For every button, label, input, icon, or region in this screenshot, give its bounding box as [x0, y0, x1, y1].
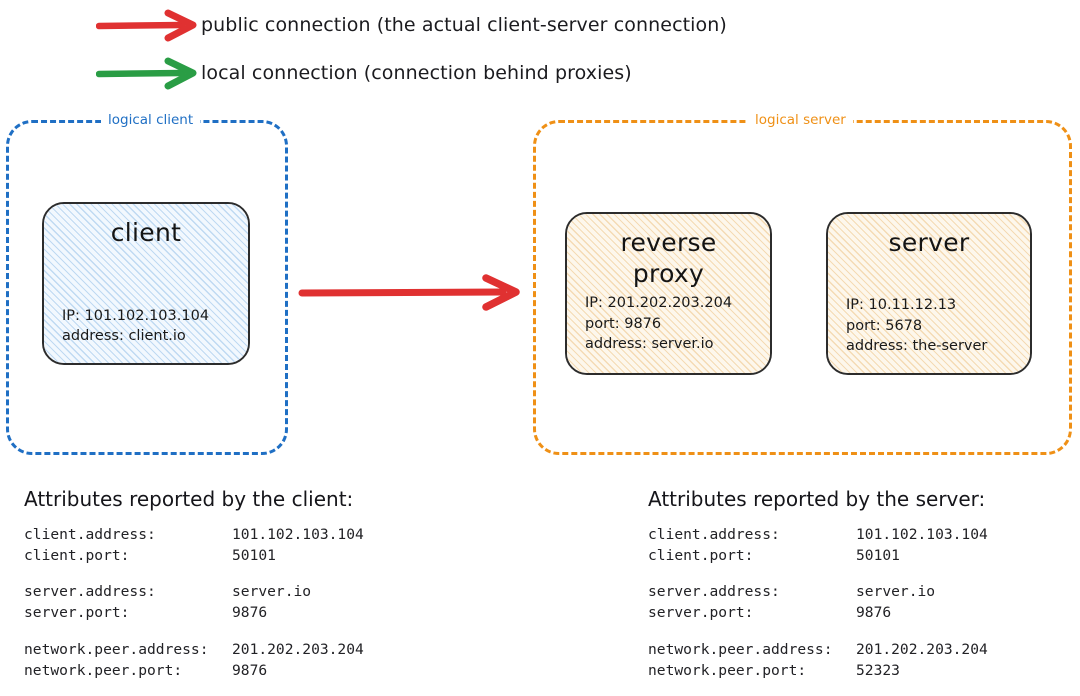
red-arrow-icon [95, 8, 201, 42]
server-attributes-group-server: server.address: server.io server.port: 9… [648, 581, 1058, 623]
attr-key: server.address: [648, 583, 780, 601]
logical-server-label: logical server [748, 112, 853, 128]
node-server-details: IP: 10.11.12.13 port: 5678 address: the-… [828, 295, 1030, 373]
table-row: client.address: 101.102.103.104 [24, 524, 424, 545]
node-server-address: address: the-server [846, 338, 988, 355]
green-arrow-icon [95, 56, 201, 90]
attr-value: server.io [856, 583, 936, 601]
node-server[interactable]: server IP: 10.11.12.13 port: 5678 addres… [826, 212, 1032, 375]
node-client-title: client [110, 218, 182, 247]
attr-value: 101.102.103.104 [232, 526, 364, 543]
node-reverse-proxy-details: IP: 201.202.203.204 port: 9876 address: … [567, 293, 770, 371]
attr-key: server.address: [24, 583, 156, 601]
server-attributes-title: Attributes reported by the server: [648, 487, 986, 511]
attr-key: server.port: [648, 604, 754, 622]
client-node-hatch [44, 204, 248, 363]
client-attributes-group-network-peer: network.peer.address: 201.202.203.204 ne… [24, 639, 424, 681]
node-server-title: server [888, 228, 970, 257]
attr-value: 50101 [856, 547, 900, 565]
node-server-port: port: 5678 [846, 317, 923, 334]
table-row: client.port: 50101 [24, 545, 424, 566]
attr-key: client.port: [648, 547, 754, 565]
attr-value: 52323 [856, 661, 900, 679]
attr-key: client.address: [24, 526, 156, 543]
client-attributes-table: Attributes reported by the client: clien… [24, 487, 424, 696]
node-client-details: IP: 101.102.103.104 address: client.io [44, 306, 248, 363]
client-attributes-group-server: server.address: server.io server.port: 9… [24, 581, 424, 623]
server-attributes-group-network-peer: network.peer.address: 201.202.203.204 ne… [648, 639, 1058, 681]
legend-item-local-connection: local connection (connection behind prox… [95, 56, 632, 90]
attr-value: 101.102.103.104 [856, 526, 988, 543]
legend-label-public-connection: public connection (the actual client-ser… [201, 14, 727, 36]
server-attributes-table: Attributes reported by the server: clien… [648, 487, 1058, 696]
node-client-address: address: client.io [62, 328, 186, 345]
legend-item-public-connection: public connection (the actual client-ser… [95, 8, 727, 42]
logical-client-boundary: logical client [6, 112, 288, 455]
attr-value: 9876 [232, 661, 268, 679]
attr-value: 201.202.203.204 [232, 640, 364, 658]
table-row: client.port: 50101 [648, 545, 1058, 566]
attr-value: server.io [232, 583, 312, 601]
table-row: network.peer.port: 9876 [24, 660, 424, 681]
attr-key: network.peer.port: [648, 661, 807, 679]
attr-value: 9876 [232, 604, 268, 622]
public-connection-arrow [298, 270, 522, 316]
server-attributes-group-client: client.address: 101.102.103.104 client.p… [648, 524, 1058, 566]
attr-key: network.peer.port: [24, 661, 183, 679]
logical-server-boundary: logical server [533, 112, 1072, 455]
table-row: server.address: server.io [24, 581, 424, 602]
table-row: server.port: 9876 [648, 602, 1058, 623]
node-reverse-proxy-ip: IP: 201.202.203.204 [585, 295, 733, 311]
table-row: network.peer.address: 201.202.203.204 [648, 639, 1058, 660]
legend-label-local-connection: local connection (connection behind prox… [201, 62, 632, 84]
attr-key: client.address: [648, 526, 780, 543]
table-row: network.peer.address: 201.202.203.204 [24, 639, 424, 660]
attr-key: client.port: [24, 547, 130, 565]
client-attributes-title: Attributes reported by the client: [24, 487, 354, 511]
node-server-ip: IP: 10.11.12.13 [846, 297, 957, 314]
logical-client-label: logical client [101, 112, 201, 128]
table-row: server.port: 9876 [24, 602, 424, 623]
node-reverse-proxy-title: reverse proxy [620, 228, 717, 288]
attr-value: 9876 [856, 604, 892, 622]
attr-key: server.port: [24, 604, 130, 622]
reverse-proxy-node-hatch [567, 214, 770, 373]
table-row: client.address: 101.102.103.104 [648, 524, 1058, 545]
client-attributes-group-client: client.address: 101.102.103.104 client.p… [24, 524, 424, 566]
node-reverse-proxy-address: address: server.io [585, 336, 714, 353]
node-client[interactable]: client IP: 101.102.103.104 address: clie… [42, 202, 250, 365]
attr-value: 50101 [232, 547, 276, 565]
server-node-hatch [828, 214, 1030, 373]
attr-key: network.peer.address: [24, 640, 209, 658]
node-reverse-proxy[interactable]: reverse proxy IP: 201.202.203.204 port: … [565, 212, 772, 375]
table-row: network.peer.port: 52323 [648, 660, 1058, 681]
table-row: server.address: server.io [648, 581, 1058, 602]
node-client-ip: IP: 101.102.103.104 [62, 307, 210, 324]
node-reverse-proxy-port: port: 9876 [585, 315, 662, 332]
attr-value: 201.202.203.204 [856, 640, 988, 658]
attr-key: network.peer.address: [648, 640, 833, 658]
